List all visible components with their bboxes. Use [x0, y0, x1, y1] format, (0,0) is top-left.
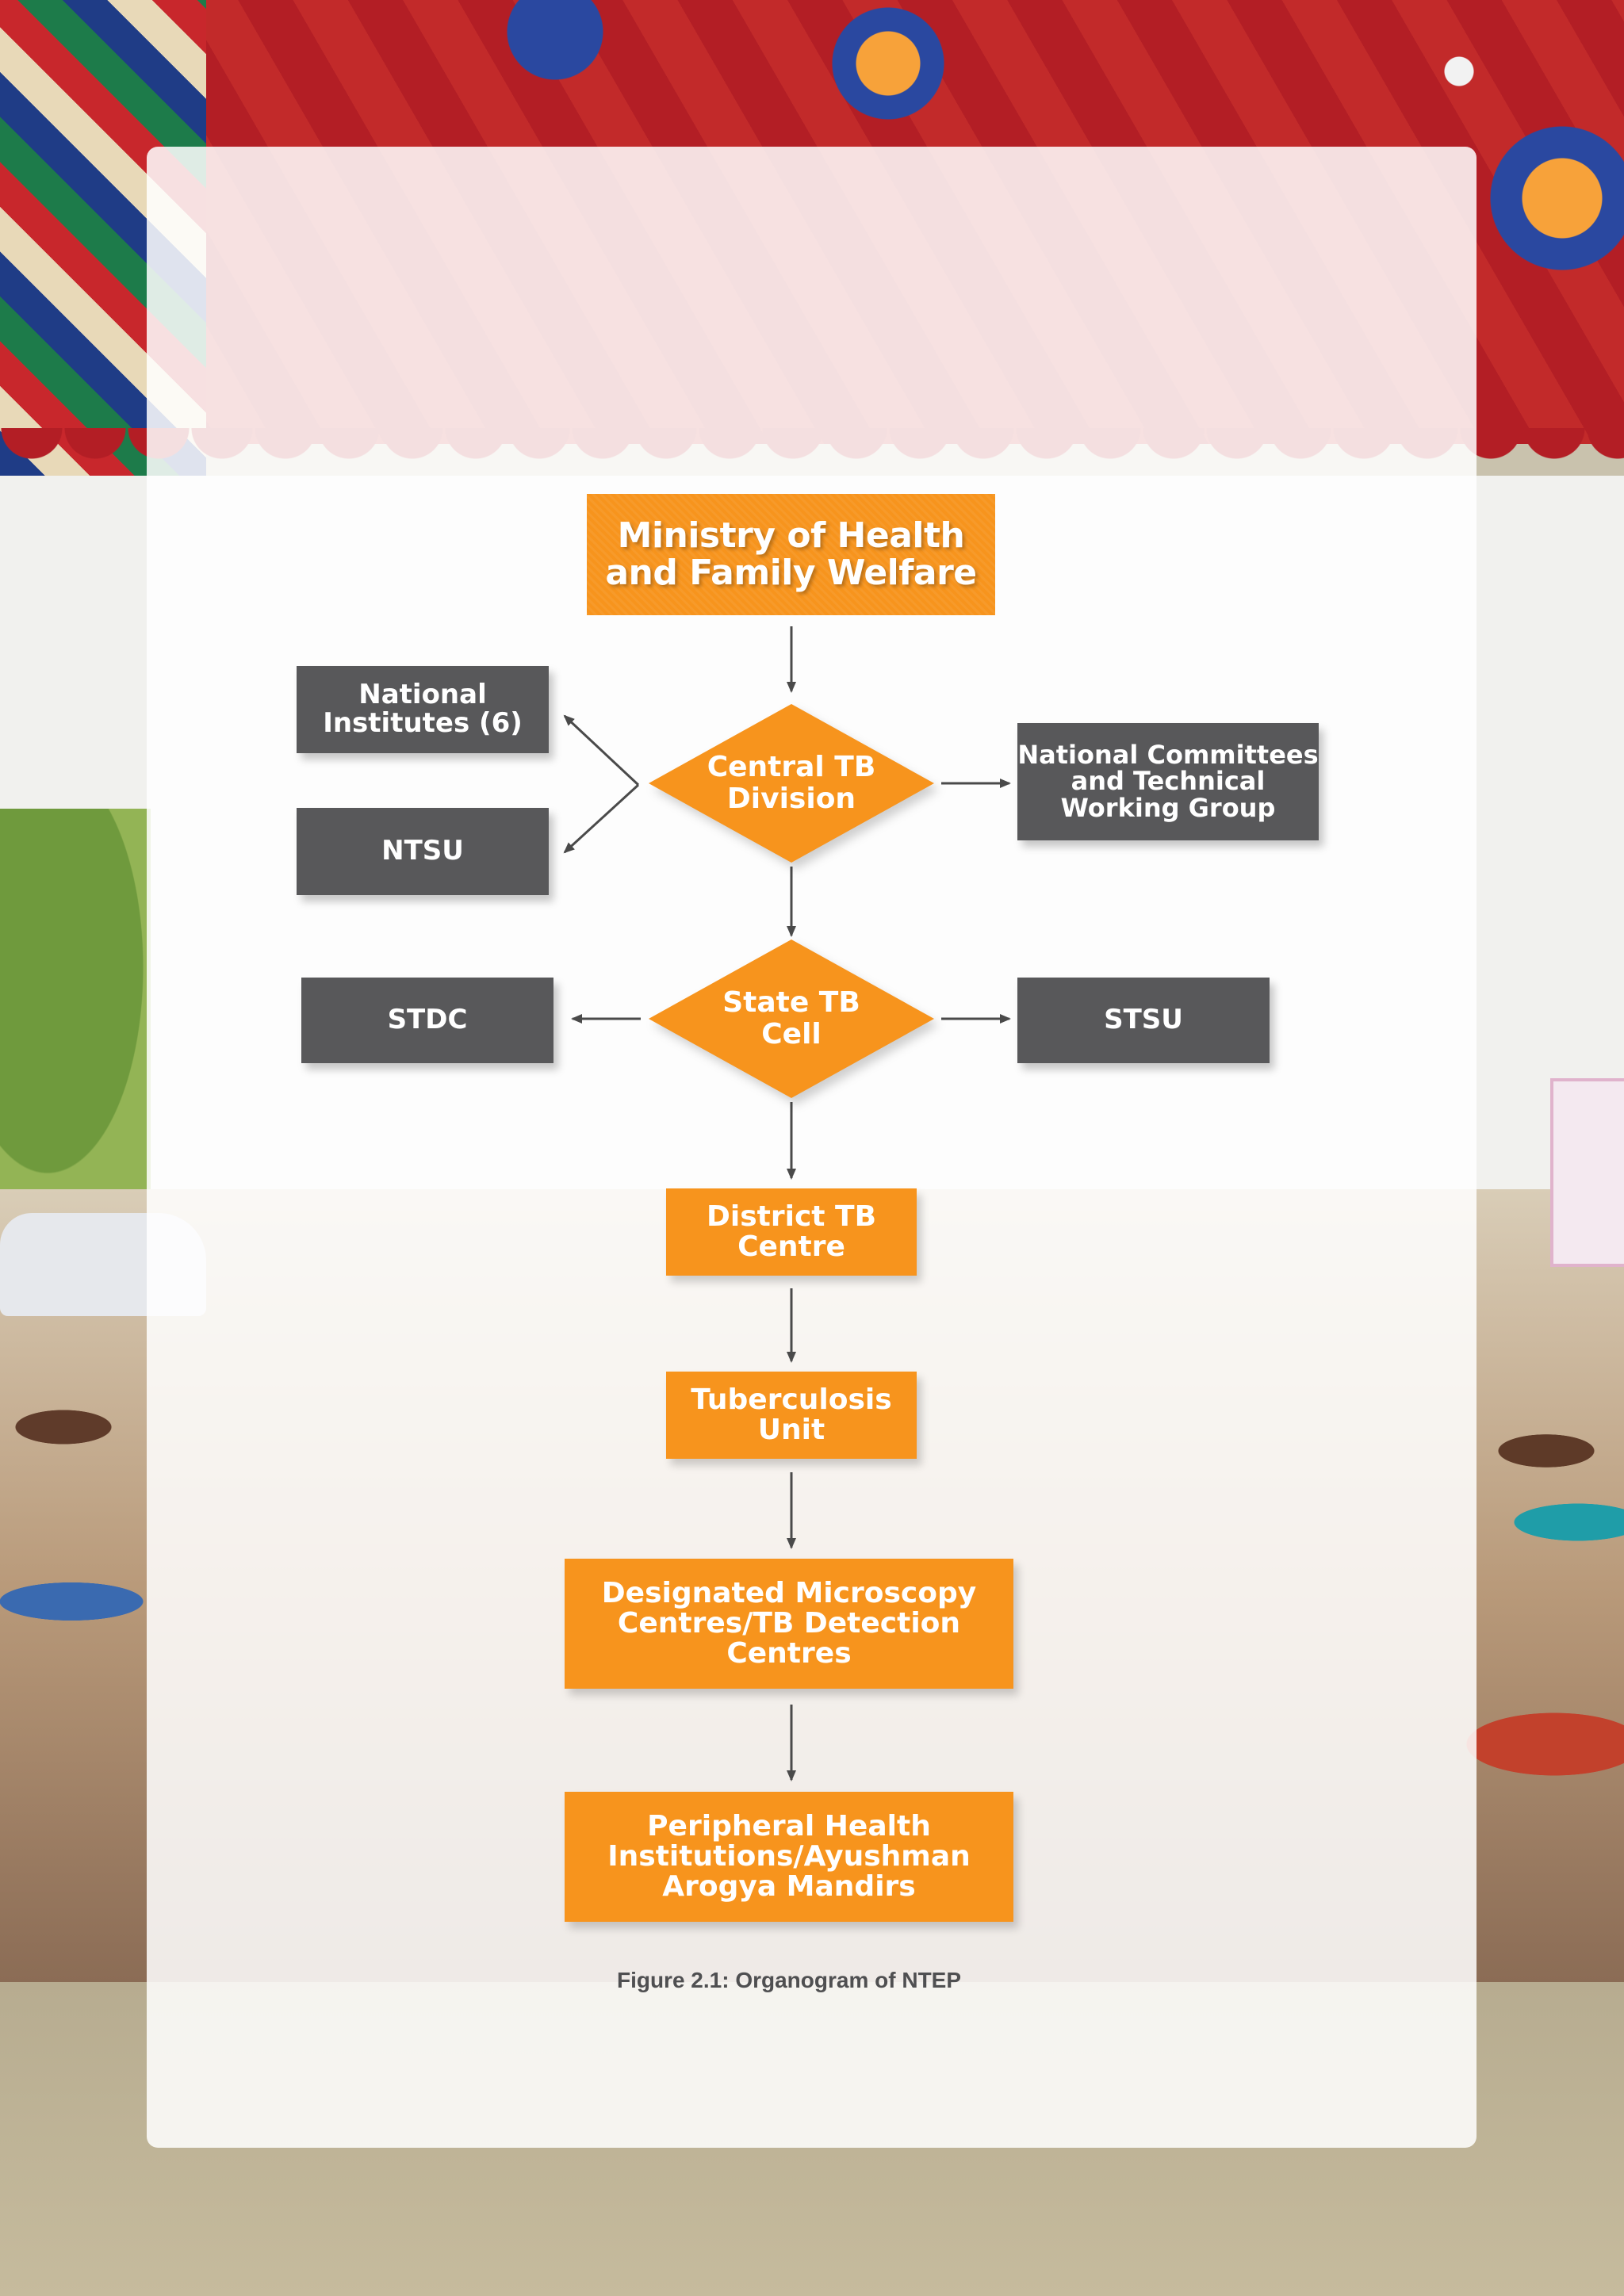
trees [0, 809, 151, 1189]
node-tuberculosis-unit: Tuberculosis Unit [666, 1372, 917, 1459]
poster-board [1550, 1078, 1624, 1267]
diamond-shape [649, 704, 934, 863]
node-ministry: Ministry of Health and Family Welfare [587, 494, 995, 615]
node-national-committees: National Committees and Technical Workin… [1017, 723, 1319, 840]
node-stdc: STDC [301, 978, 553, 1063]
node-ntsu: NTSU [297, 808, 549, 895]
node-peripheral-health-institutions: Peripheral Health Institutions/Ayushman … [565, 1792, 1013, 1922]
node-state-tb-cell: State TB Cell [649, 939, 934, 1098]
central-tb-division-label: Central TB Division [707, 751, 876, 815]
node-district-tb-centre: District TB Centre [666, 1188, 917, 1276]
node-central-tb-division: Central TB Division [649, 704, 934, 863]
diamond-shape [649, 939, 934, 1098]
node-national-institutes: National Institutes (6) [297, 666, 549, 753]
node-designated-microscopy-centres: Designated Microscopy Centres/TB Detecti… [565, 1559, 1013, 1689]
figure-caption: Figure 2.1: Organogram of NTEP [616, 1968, 962, 1992]
node-stsu: STSU [1017, 978, 1270, 1063]
state-tb-cell-label: State TB Cell [722, 986, 860, 1050]
